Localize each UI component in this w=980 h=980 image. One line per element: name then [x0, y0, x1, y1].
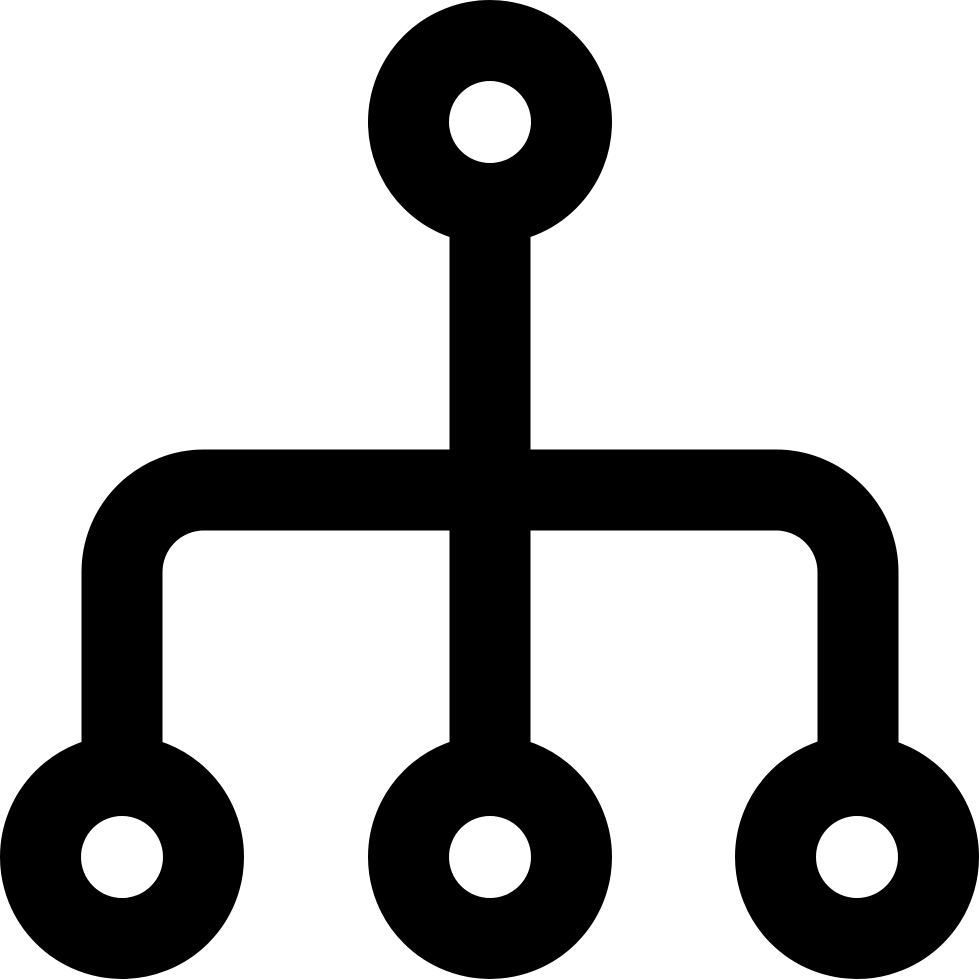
- child-node-right-icon: [735, 735, 979, 979]
- root-node-icon: [368, 0, 612, 244]
- child-node-center-icon: [368, 735, 612, 979]
- child-node-left-icon: [0, 735, 244, 979]
